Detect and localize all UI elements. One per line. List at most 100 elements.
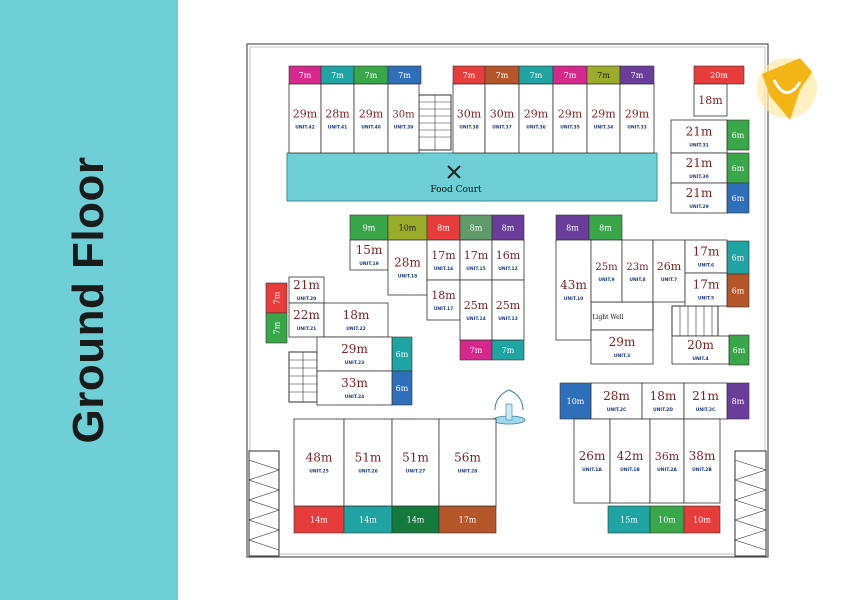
unit-area-label: 29m (609, 335, 636, 349)
shop-unit-outline (459, 239, 493, 281)
kiosk-area-label: 7m (530, 71, 543, 80)
kiosk: 10m (559, 382, 592, 420)
unit-id-label: UNIT.14 (466, 316, 485, 322)
kiosk-area-label: 8m (470, 224, 483, 233)
shop-unit-outline (491, 279, 525, 341)
kiosk: 14m (391, 505, 440, 534)
kiosk-block (343, 505, 393, 534)
kiosk: 14m (293, 505, 345, 534)
kiosk: 10m (387, 214, 428, 241)
kiosk-area-label: 14m (359, 516, 377, 525)
kiosk: 7m (265, 312, 288, 344)
unit-id-label: UNIT.9 (598, 277, 614, 283)
units-layer: 29mUNIT.4228mUNIT.4129mUNIT.4030mUNIT.39… (288, 83, 730, 507)
unit-area-label: 30m (392, 110, 415, 121)
shop-unit-outline (349, 239, 389, 271)
kiosk-area-label: 8m (732, 397, 745, 406)
unit-area-label: 16m (496, 249, 521, 262)
kiosk: 6m (726, 152, 750, 184)
shop-unit-outline (343, 418, 393, 507)
unit-area-label: 28m (325, 108, 350, 121)
unit-area-label: 17m (431, 249, 456, 262)
unit-area-label: 42m (617, 449, 644, 463)
shop-unit-outline (387, 239, 428, 296)
kiosk-area-label: 8m (502, 224, 515, 233)
kiosk-area-label: 7m (502, 346, 515, 355)
kiosk-block (438, 505, 497, 534)
shop-unit-outline (671, 335, 730, 365)
unit-area-label: 23m (626, 262, 649, 273)
kiosk: 10m (649, 505, 685, 534)
shop-unit-outline (293, 418, 345, 507)
shop-unit-outline (323, 302, 389, 338)
fountain-icon (492, 389, 526, 425)
kiosk-area-label: 17m (459, 516, 477, 525)
kiosk-block (293, 505, 345, 534)
kiosk: 7m (619, 65, 655, 85)
unit-id-label: UNIT.8 (629, 277, 645, 283)
kiosk-area-label: 10m (658, 516, 676, 525)
unit-id-label: UNIT.25 (309, 469, 328, 475)
kiosk: 8m (459, 214, 493, 241)
unit-area-label: 25m (496, 299, 521, 312)
kiosk-area-label: 7m (299, 71, 312, 80)
kiosk-area-label: 7m (365, 71, 378, 80)
unit-id-label: UNIT.40 (361, 125, 380, 131)
kiosk: 8m (588, 214, 623, 241)
kiosk: 6m (728, 334, 750, 366)
kiosk: 7m (491, 339, 525, 361)
kiosk-area-label: 7m (564, 71, 577, 80)
kiosk: 10m (683, 505, 721, 534)
unit-id-label: UNIT.3 (614, 353, 630, 359)
kiosk-block (459, 214, 493, 241)
shop-unit-outline (288, 83, 322, 154)
shop-unit-outline (316, 336, 393, 372)
unit-id-label: UNIT.6 (698, 263, 714, 269)
unit-area-label: 15m (356, 243, 383, 257)
unit-id-label: UNIT.22 (346, 326, 365, 332)
kiosk-area-label: 6m (732, 164, 745, 173)
kiosk-area-label: 9m (363, 224, 376, 233)
unit-id-label: UNIT.13 (498, 316, 517, 322)
unit-area-label: 18m (650, 389, 677, 403)
light-well (590, 301, 654, 331)
kiosk-area-label: 7m (470, 346, 483, 355)
shop-unit-outline (552, 83, 588, 154)
shop-unit-outline (684, 239, 728, 274)
unit-area-label: 30m (457, 108, 482, 121)
stairs-core-left (288, 351, 318, 403)
kiosk-area-label: 6m (732, 254, 745, 263)
kiosk: 9m (349, 214, 389, 241)
stairs-exit-right (734, 450, 767, 557)
kiosk: 7m (484, 65, 520, 85)
shop-unit-outline (652, 239, 686, 303)
unit-id-label: UNIT.23 (345, 360, 364, 366)
unit-id-label: UNIT.1B (620, 467, 640, 473)
kiosk: 7m (265, 282, 288, 314)
kiosk-area-label: 10m (399, 224, 417, 233)
unit-area-label: 17m (693, 278, 720, 292)
unit-area-label: 21m (686, 156, 713, 170)
shop-unit-outline (621, 239, 654, 303)
unit-area-label: 18m (343, 308, 370, 322)
unit-id-label: UNIT.18 (398, 274, 417, 280)
unit-id-label: UNIT.1A (582, 467, 602, 473)
kiosk: 8m (726, 382, 750, 420)
kiosk-area-label: 8m (437, 224, 450, 233)
